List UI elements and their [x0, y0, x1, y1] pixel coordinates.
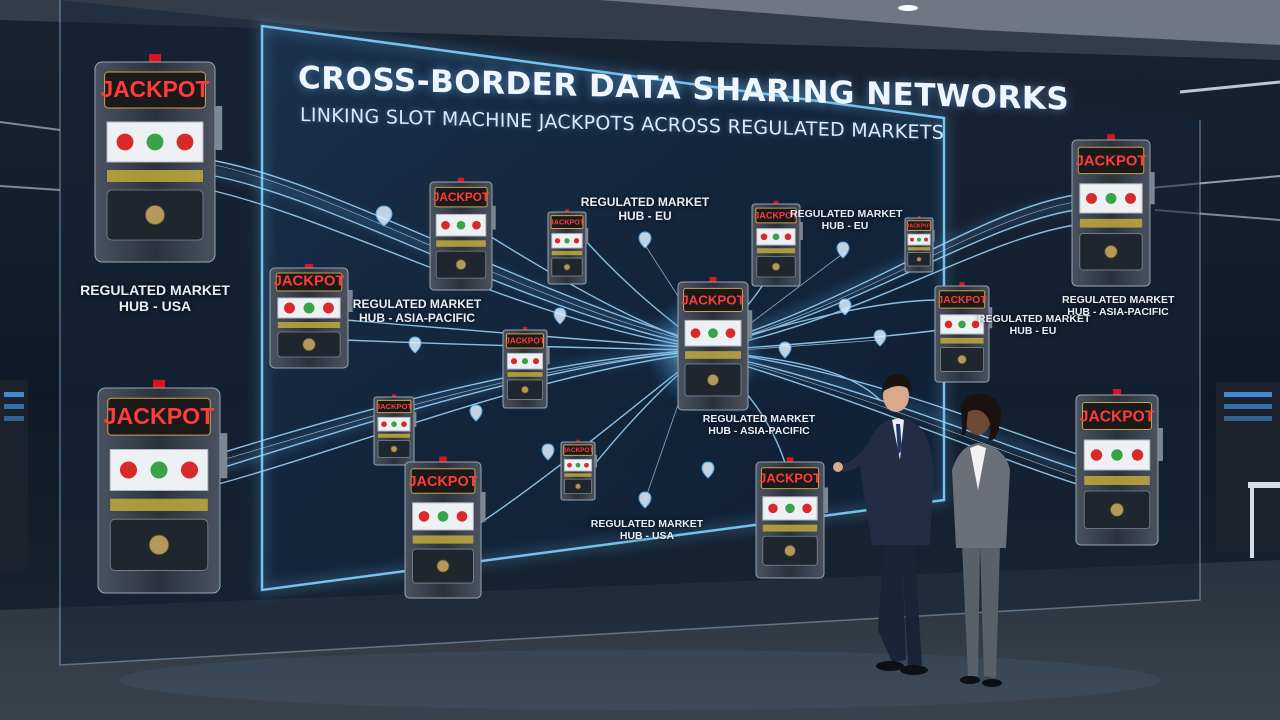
slot-machine: JACKPOT: [904, 215, 935, 273]
slot-machine: JACKPOT: [97, 379, 228, 594]
slot-machine: JACKPOT: [1075, 389, 1163, 546]
jackpot-sign: JACKPOT: [433, 191, 490, 204]
slot-machine: JACKPOT: [560, 439, 598, 501]
jackpot-sign: JACKPOT: [754, 210, 798, 220]
slot-machine: JACKPOT: [429, 177, 496, 291]
jackpot-sign: JACKPOT: [1076, 154, 1147, 170]
jackpot-sign: JACKPOT: [906, 223, 932, 229]
jackpot-sign: JACKPOT: [1080, 408, 1155, 425]
slot-machine: JACKPOT: [751, 200, 803, 287]
jackpot-sign: JACKPOT: [550, 218, 585, 227]
slot-machine: JACKPOT: [1071, 134, 1155, 287]
jackpot-sign: JACKPOT: [409, 474, 478, 490]
presenter-woman: [952, 393, 1010, 687]
jackpot-sign: JACKPOT: [938, 295, 988, 306]
slot-machine: JACKPOT: [269, 264, 353, 369]
jackpot-sign: JACKPOT: [563, 447, 594, 454]
jackpot-sign: JACKPOT: [376, 402, 413, 411]
jackpot-sign: JACKPOT: [681, 292, 745, 307]
slot-machine: JACKPOT: [934, 282, 993, 383]
jackpot-sign: JACKPOT: [274, 274, 345, 290]
jackpot-sign: JACKPOT: [104, 403, 215, 429]
slot-machine: JACKPOT: [502, 326, 550, 409]
slot-machine: JACKPOT: [373, 394, 417, 466]
slot-machine: JACKPOT: [755, 457, 829, 579]
slot-machine: JACKPOT: [547, 209, 589, 285]
slot-machine: JACKPOT: [677, 276, 753, 411]
presenter-man: [833, 374, 934, 675]
slot-machine: JACKPOT: [94, 54, 223, 263]
jackpot-sign: JACKPOT: [101, 76, 210, 102]
slot-machine: JACKPOT: [404, 456, 486, 599]
jackpot-sign: JACKPOT: [759, 470, 821, 485]
jackpot-sign: JACKPOT: [505, 336, 545, 346]
